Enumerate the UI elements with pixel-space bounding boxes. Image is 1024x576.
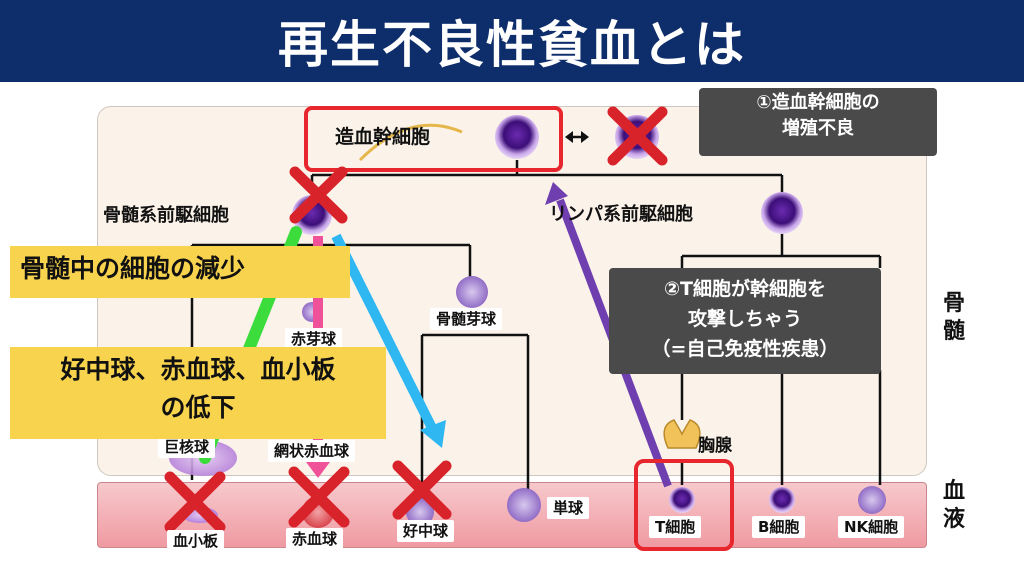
- reticulocyte-label: 網状赤血球: [268, 440, 356, 462]
- b-cell: [769, 487, 795, 513]
- cross-icon: [607, 106, 668, 166]
- page-title: 再生不良性貧血とは: [0, 0, 1024, 82]
- erythroblast-label: 赤芽球: [285, 328, 343, 350]
- callout-line: ①造血幹細胞の: [756, 92, 880, 113]
- blood-side-label: 血液: [942, 479, 965, 532]
- platelet-label: 血小板: [167, 530, 225, 552]
- rbc-label: 赤血球: [286, 528, 344, 550]
- marrow-side-label: 骨髄: [942, 291, 965, 344]
- cross-icon: [164, 471, 226, 533]
- b-cell-label: B細胞: [752, 516, 806, 538]
- marrow-decrease-callout: 骨髄中の細胞の減少: [10, 246, 350, 298]
- stem-cell: [495, 115, 539, 159]
- megakaryocyte-label: 巨核球: [158, 436, 216, 458]
- myeloblast-label: 骨髄芽球: [430, 308, 503, 330]
- monocyte-cell: [507, 488, 541, 522]
- t-cell: [669, 487, 695, 513]
- cross-icon: [289, 166, 348, 224]
- double-arrow-icon: [565, 131, 589, 143]
- blood-decrease-callout: 好中球、赤血球、血小板 の低下: [10, 347, 386, 439]
- stem-cell-label: 造血幹細胞: [335, 126, 431, 148]
- stem-highlight-box: [304, 106, 563, 172]
- callout-line: 好中球、赤血球、血小板: [60, 355, 336, 384]
- stem-failure-callout: ①造血幹細胞の 増殖不良: [699, 88, 937, 156]
- cross-icon: [392, 460, 452, 520]
- thymus-icon: [663, 419, 701, 449]
- t-cell-highlight-box: [634, 459, 734, 551]
- callout-line: の低下: [160, 393, 236, 422]
- callout-line: ②T細胞が幹細胞を: [663, 278, 827, 300]
- neutrophil-label: 好中球: [397, 520, 455, 542]
- thymus-label: 胸腺: [698, 436, 732, 456]
- cross-icon: [288, 466, 350, 528]
- lymphoid-progenitor-label: リンパ系前駆細胞: [549, 204, 693, 225]
- lymphoid-progenitor-cell: [761, 192, 803, 234]
- t-cell-attack-callout: ②T細胞が幹細胞を 攻撃しちゃう （=自己免疫性疾患）: [609, 268, 881, 374]
- curved-arrow-icon: [358, 123, 463, 162]
- t-cell-label: T細胞: [649, 516, 702, 538]
- nk-cell-label: NK細胞: [838, 516, 905, 538]
- monocyte-label: 単球: [547, 497, 590, 519]
- blue-arrow: [331, 233, 446, 448]
- callout-line: 攻撃しちゃう: [687, 308, 802, 330]
- myeloblast-cell: [456, 276, 488, 308]
- callout-line: （=自己免疫性疾患）: [651, 338, 839, 360]
- myeloid-progenitor-label: 骨髄系前駆細胞: [103, 205, 229, 226]
- nk-cell: [858, 486, 886, 514]
- callout-line: 増殖不良: [782, 118, 854, 139]
